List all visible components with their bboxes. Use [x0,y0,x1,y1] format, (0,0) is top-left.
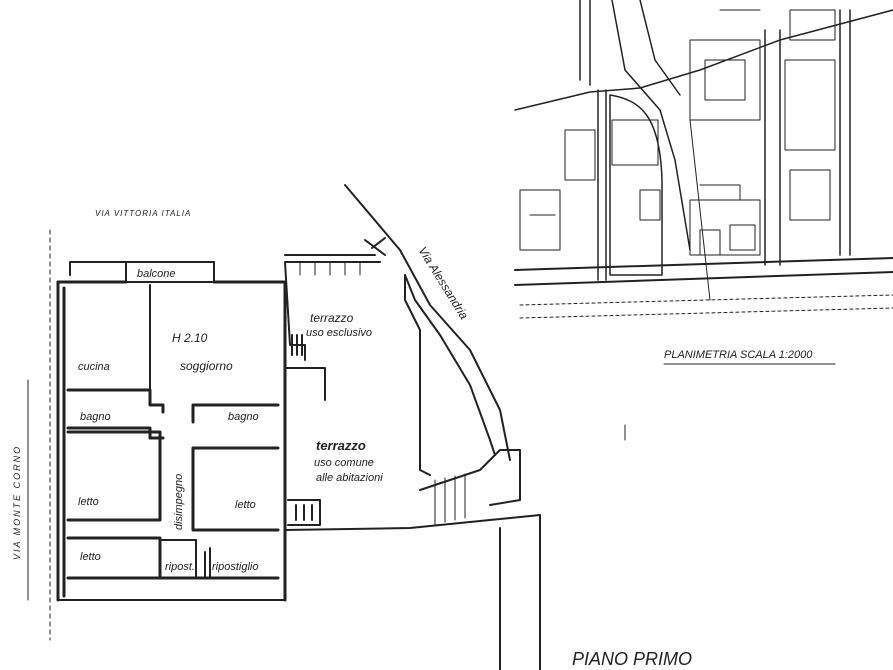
room-bagno-2: bagno [228,411,259,423]
subject-parcel [611,119,659,166]
room-letto-2: letto [235,499,256,511]
balcone-outline [125,261,215,283]
terrazzo-2-title: terrazzo [316,438,366,453]
terrazzo-2-sub1: uso comune [314,457,374,469]
room-soggiorno: soggiorno [180,359,233,373]
apartment-plan [27,184,541,670]
map-caption: PLANIMETRIA SCALA 1:2000 [664,349,813,361]
terrazzo-2-sub2: alle abitazioni [316,472,383,484]
street-top-label: VIA VITTORIA ITALIA [95,209,191,218]
room-letto-3: letto [80,551,101,563]
room-bagno-1: bagno [80,411,111,423]
height-note: H 2.10 [172,331,208,345]
room-ripostiglio: ripostiglio [212,561,258,573]
street-diagonal-label: Via Alessandria [415,244,471,322]
room-balcone: balcone [137,268,176,280]
room-disimpegno: disimpegno [173,474,185,530]
floor-note: PIANO PRIMO [572,649,692,669]
terrazzo-1-sub: uso esclusivo [306,327,372,339]
room-cucina: cucina [78,361,110,373]
street-left-label: VIA MONTE CORNO [12,445,22,560]
terrazzo-1-title: terrazzo [310,311,354,325]
site-map [514,0,893,319]
room-letto-1: letto [78,496,99,508]
room-ripost: ripost. [165,561,195,573]
